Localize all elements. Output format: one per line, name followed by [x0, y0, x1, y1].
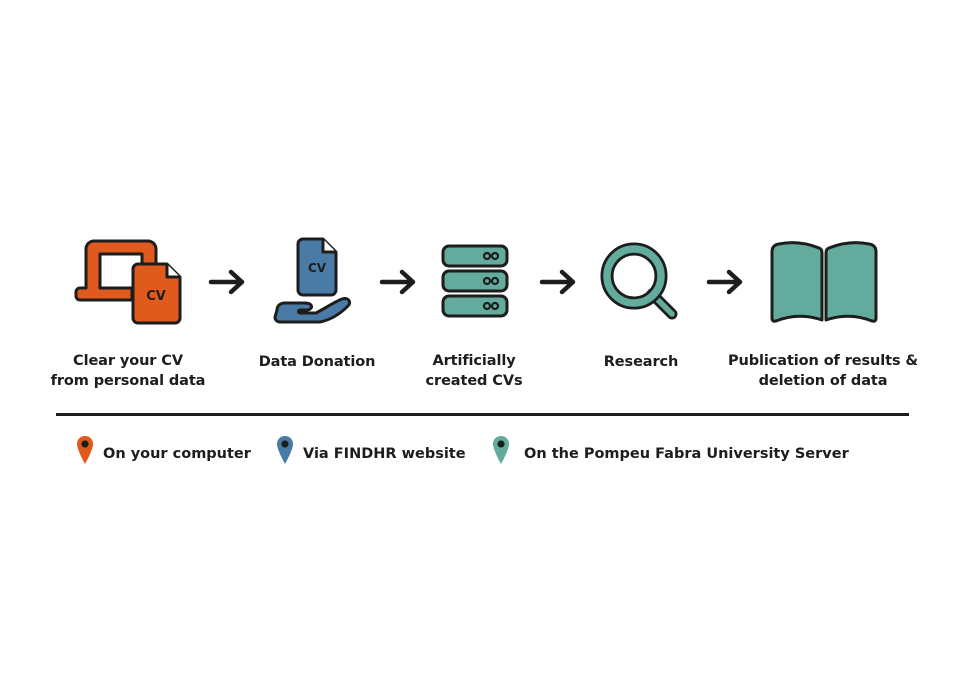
laptop-cv-icon: CV: [74, 236, 184, 328]
step-label-publication: Publication of results & deletion of dat…: [728, 351, 918, 391]
server-stack-icon: [440, 243, 510, 321]
arrow-right-icon: [538, 267, 578, 301]
step-label-clear-cv: Clear your CV from personal data: [51, 351, 206, 391]
legend-item-computer: On your computer: [76, 434, 251, 466]
step-label-data-donation: Data Donation: [259, 352, 376, 372]
cv-text: CV: [308, 261, 327, 275]
arrow-right-icon: [207, 267, 247, 301]
label-line: Research: [603, 354, 679, 370]
divider: [56, 413, 909, 416]
label-line: deletion of data: [758, 373, 888, 389]
arrow-right-icon: [378, 267, 418, 301]
arrow-right-icon: [705, 267, 745, 301]
hand-cv-icon: CV: [272, 236, 354, 326]
step-label-artificial-cvs: Artificially created CVs: [426, 351, 523, 391]
label-line: Data Donation: [258, 354, 376, 370]
map-pin-icon: [77, 436, 93, 464]
label-line: Clear your CV: [73, 353, 183, 369]
map-pin-icon: [277, 436, 293, 464]
legend-label: Via FINDHR website: [303, 446, 466, 462]
label-line: Artificially: [432, 353, 516, 369]
label-line: Publication of results &: [728, 353, 918, 369]
map-pin-icon: [493, 436, 509, 464]
legend-item-upf-server: On the Pompeu Fabra University Server: [492, 434, 849, 466]
step-label-research: Research: [604, 352, 679, 372]
open-book-icon: [769, 240, 879, 326]
legend-label: On your computer: [103, 446, 251, 462]
label-line: from personal data: [50, 373, 206, 389]
legend-label: On the Pompeu Fabra University Server: [524, 446, 849, 462]
cv-text: CV: [146, 289, 166, 304]
legend-item-website: Via FINDHR website: [276, 434, 466, 466]
label-line: created CVs: [425, 373, 523, 389]
magnifier-icon: [600, 242, 682, 322]
